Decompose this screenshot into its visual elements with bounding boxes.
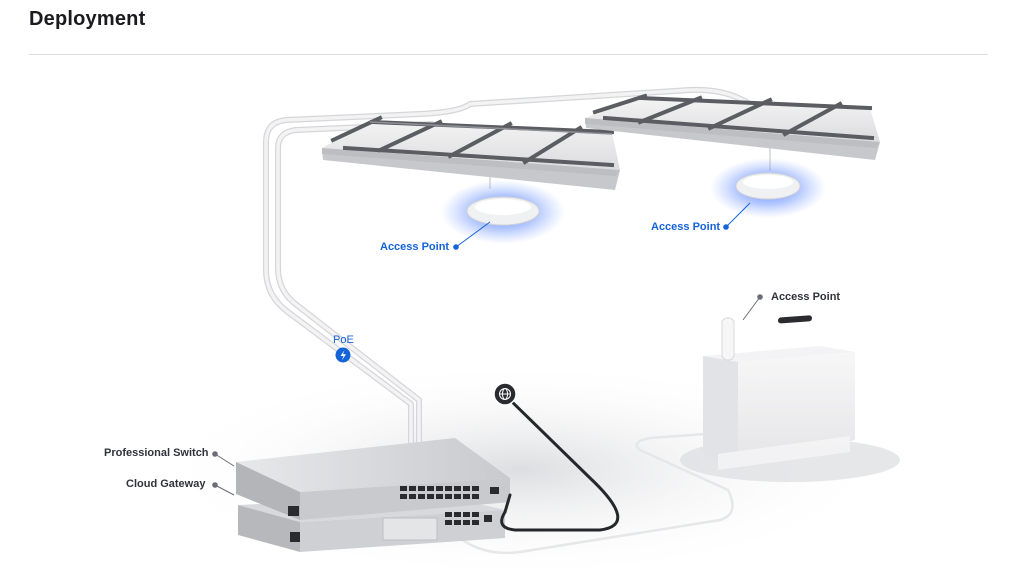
access-point-ceiling-left <box>441 180 565 244</box>
label-dot <box>212 482 218 488</box>
poe-label: PoE <box>333 334 354 346</box>
lightning-bolt-icon <box>335 347 351 363</box>
gateway-label: Cloud Gateway <box>126 478 206 490</box>
access-point-ceiling-right <box>710 158 826 218</box>
ceiling-tile-right <box>585 93 880 160</box>
label-dot <box>757 294 763 300</box>
ap-ceiling-left-label: Access Point <box>380 241 450 253</box>
ceiling-tile-left <box>322 115 620 190</box>
switch-label: Professional Switch <box>104 447 209 459</box>
professional-switch <box>236 438 510 520</box>
ap-outdoor-label: Access Point <box>771 291 841 303</box>
leader-lines <box>455 202 751 248</box>
label-dot <box>723 224 729 230</box>
device-leaders <box>214 453 235 496</box>
ap-ceiling-right-label: Access Point <box>651 221 721 233</box>
internet-cable <box>500 393 620 532</box>
title-divider <box>29 54 988 55</box>
label-dot <box>212 451 218 457</box>
outdoor-access-point <box>680 296 900 482</box>
page-title: Deployment <box>29 8 146 30</box>
label-dot <box>453 244 459 250</box>
globe-icon <box>493 382 517 406</box>
